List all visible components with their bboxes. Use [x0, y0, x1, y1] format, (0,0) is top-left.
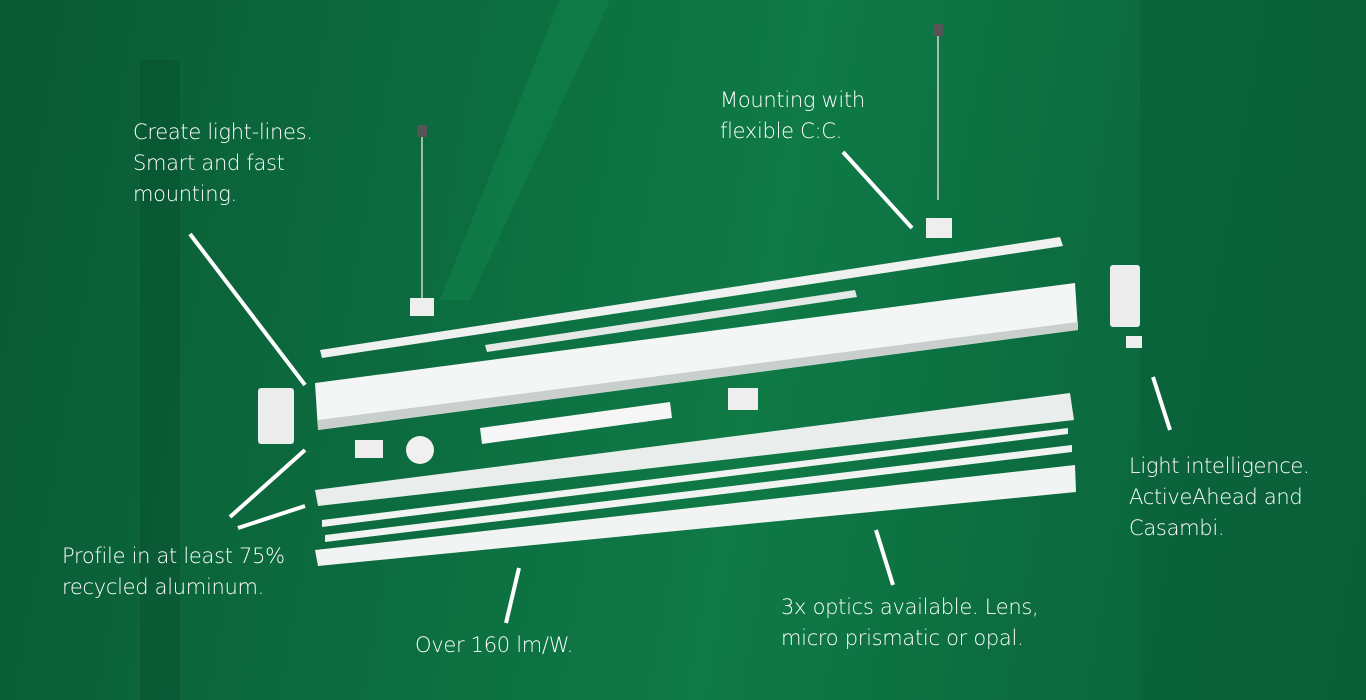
wall-shade	[1140, 0, 1366, 700]
ceiling-hook	[933, 24, 943, 36]
connector-block	[355, 440, 383, 458]
annotation-intelligence: Light intelligence. ActiveAhead and Casa…	[1129, 454, 1310, 540]
annotation-efficacy: Over 160 lm/W.	[415, 633, 574, 657]
led-board	[322, 428, 1068, 527]
wire-tray	[485, 290, 857, 352]
annotation-profile: Profile in at least 75% recycled aluminu…	[62, 544, 285, 599]
sensor-module	[728, 388, 758, 410]
diffuser	[315, 393, 1074, 506]
annotation-light-lines: Create light-lines. Smart and fast mount…	[133, 120, 313, 206]
leader-lines	[188, 150, 1172, 624]
mounting-clip	[926, 218, 952, 238]
door-frame	[140, 60, 180, 700]
mounting-clip	[410, 298, 434, 316]
driver	[480, 402, 672, 444]
annotation-mounting: Mounting with flexible C:C.	[720, 88, 865, 143]
ceiling-light-streak	[440, 0, 610, 300]
optic-lens	[315, 465, 1076, 566]
connector	[406, 436, 434, 464]
ceiling-hook	[417, 125, 427, 137]
profile-housing	[315, 283, 1078, 430]
optic-strip	[325, 445, 1072, 542]
top-cover	[320, 237, 1063, 358]
end-cap	[258, 388, 294, 444]
annotation-optics: 3x optics available. Lens, micro prismat…	[781, 595, 1039, 650]
intelligence-module	[1110, 265, 1140, 327]
